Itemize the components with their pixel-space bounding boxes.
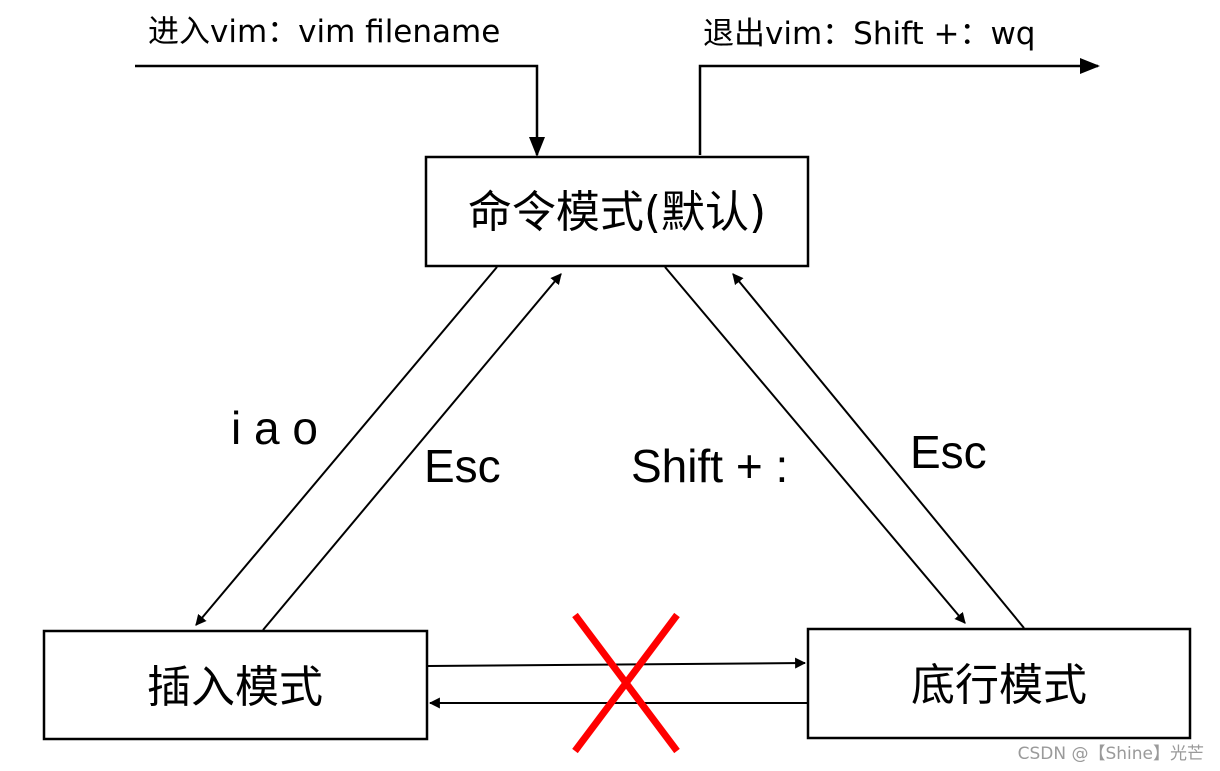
insert-mode-box: [42, 629, 429, 741]
command-mode-box: [424, 155, 810, 268]
last-line-mode-node: 底行模式: [806, 627, 1192, 740]
exit-vim-arrow: [698, 58, 1100, 155]
command-to-last-line-label: Shift + :: [631, 440, 788, 492]
command-to-insert-arrow: [195, 266, 498, 626]
insert-mode-node: 插入模式: [42, 629, 429, 741]
enter-vim-arrow: [135, 64, 545, 157]
command-to-last-line-arrow: [664, 266, 966, 624]
insert-to-command-label: Esc: [424, 440, 501, 492]
last-line-mode-label: 底行模式: [911, 660, 1087, 711]
last-line-to-command-label: Esc: [910, 426, 987, 478]
command-mode-node: 命令模式(默认): [424, 155, 810, 268]
command-to-insert-label: i a o: [231, 402, 318, 454]
insert-to-last-line-arrow: [427, 657, 807, 669]
csdn-watermark: CSDN @【Shine】光芒: [1018, 744, 1204, 764]
exit-vim-label: 退出vim：Shift +：wq: [703, 16, 1035, 52]
insert-to-command-arrow: [262, 273, 562, 631]
insert-mode-label: 插入模式: [147, 662, 323, 713]
command-mode-label: 命令模式(默认): [468, 187, 766, 238]
last-line-mode-box: [806, 627, 1192, 740]
last-line-to-command-arrow: [732, 273, 1025, 629]
enter-vim-label: 进入vim：vim filename: [148, 14, 500, 50]
forbidden-transition-cross-icon: [572, 612, 680, 754]
